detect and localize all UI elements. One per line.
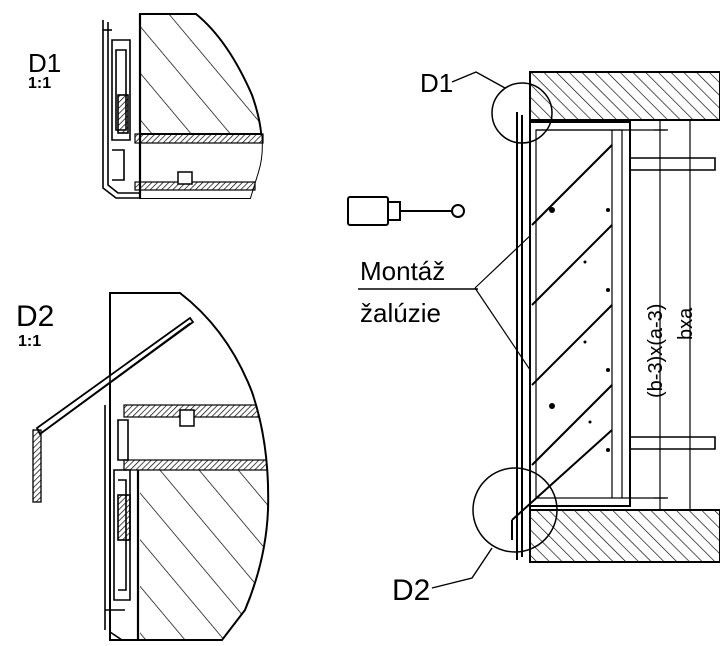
detail-d2: D2 1:1 — [16, 292, 270, 641]
detail-d2-label: D2 — [16, 300, 54, 333]
detail-d2-louvre-blade — [32, 316, 195, 503]
detail-circle-d2 — [472, 467, 558, 553]
main-section-view: (b-3)x(a-3) bxa D1 D2 — [392, 68, 720, 607]
detail-d1-label: D1 — [28, 48, 61, 78]
detail-d1: D1 1:1 — [28, 13, 264, 199]
dimension-lines — [622, 119, 696, 511]
callout-d2: D2 — [392, 574, 430, 607]
screwdriver-icon — [347, 196, 465, 226]
wall-top — [529, 71, 720, 121]
annotation-line1: Montáž — [360, 256, 445, 286]
mounting-annotation: Montáž žalúzie — [358, 213, 554, 405]
louvre-blades — [511, 144, 613, 540]
detail-d1-scale: 1:1 — [28, 75, 51, 92]
mounting-brackets — [630, 157, 716, 450]
rivets — [549, 207, 610, 452]
detail-circle-d1 — [491, 82, 553, 144]
wall-bottom — [529, 509, 720, 563]
detail-d1-frame — [102, 20, 140, 199]
detail-d2-scale: 1:1 — [18, 333, 41, 350]
detail-d2-frame — [104, 293, 131, 641]
callout-d1-leader — [451, 71, 506, 89]
dimension-outer: bxa — [675, 307, 697, 340]
grille-frame — [516, 112, 631, 560]
annotation-line2: žalúzie — [360, 298, 441, 328]
callout-d2-leader — [431, 547, 493, 589]
callout-d1: D1 — [420, 68, 453, 98]
dimension-inner: (b-3)x(a-3) — [645, 304, 667, 398]
